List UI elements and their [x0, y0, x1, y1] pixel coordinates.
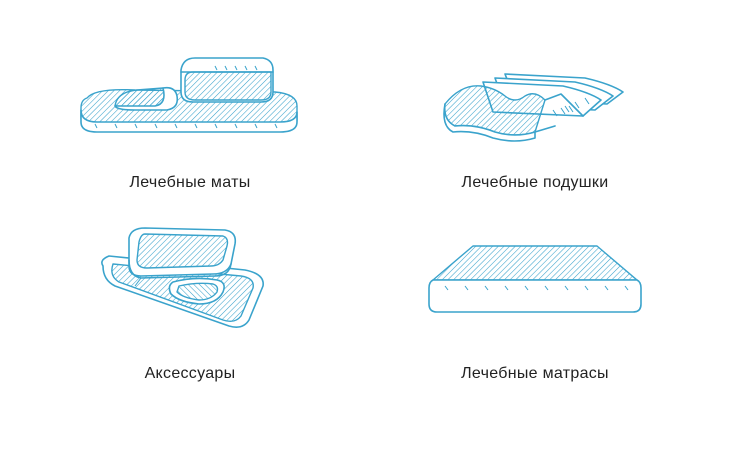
category-label-mats: Лечебные маты [129, 174, 251, 191]
category-label-accessories: Аксессуары [144, 365, 236, 382]
category-card-mats[interactable]: Лечебные маты [60, 40, 320, 210]
therapeutic-pillows-icon [443, 73, 624, 142]
category-label-pillows: Лечебные подушки [461, 174, 609, 191]
category-card-mattresses[interactable]: Лечебные матрасы [410, 230, 660, 400]
therapeutic-mat-icon [80, 57, 298, 133]
category-card-accessories[interactable]: Аксессуары [60, 220, 320, 400]
category-card-pillows[interactable]: Лечебные подушки [410, 40, 660, 210]
therapeutic-mattress-icon [428, 245, 642, 313]
category-label-mattresses: Лечебные матрасы [461, 365, 609, 382]
accessories-icon [101, 227, 264, 328]
